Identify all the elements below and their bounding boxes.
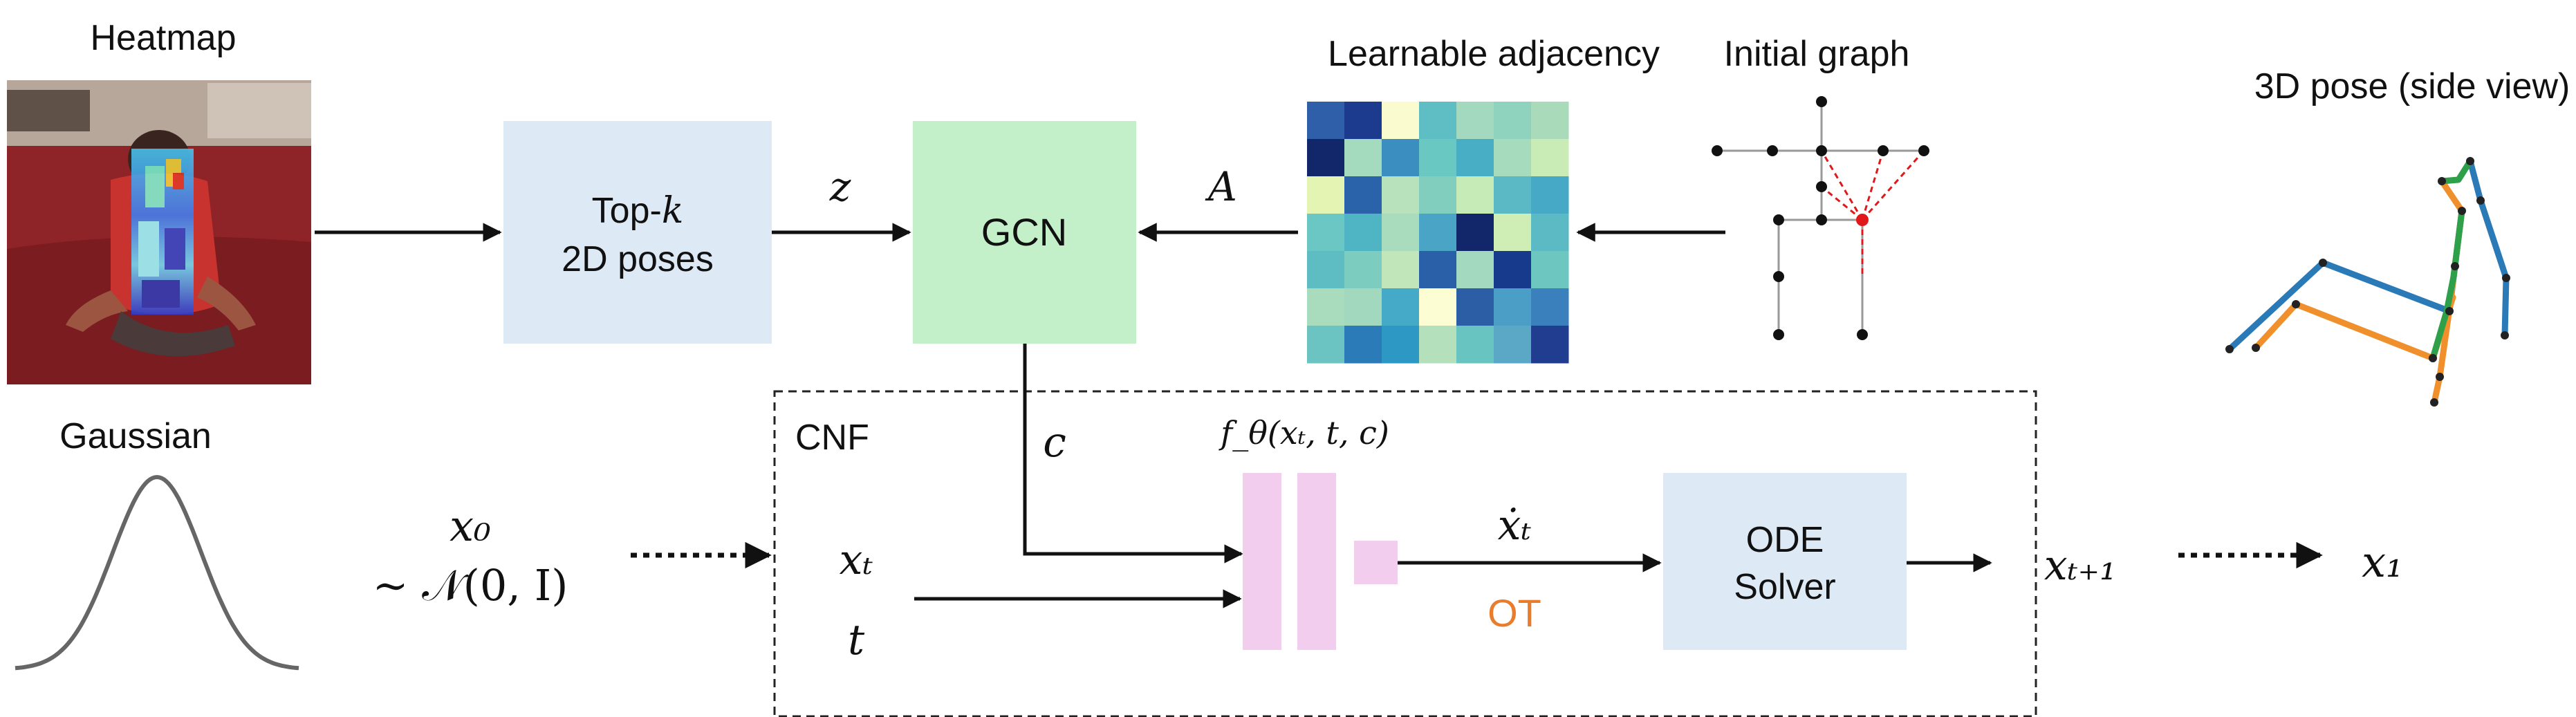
learnable-adjacency-matrix [1307,102,1569,364]
f-theta-bar-1 [1243,473,1281,650]
adjacency-cell [1419,326,1457,364]
adjacency-cell [1531,176,1569,214]
adjacency-cell [1382,251,1420,289]
xdot-symbol: ẋₜ [1498,501,1532,550]
adjacency-cell [1382,214,1420,252]
adjacency-cell [1344,176,1382,214]
adjacency-cell [1419,139,1457,177]
adjacency-cell [1344,251,1382,289]
adjacency-cell [1419,288,1457,326]
ode-solver-box [1663,473,1907,650]
arrow-gcn-condition [1023,344,1243,564]
adjacency-cell [1382,176,1420,214]
adjacency-cell [1494,139,1532,177]
adjacency-cell [1456,102,1494,140]
initial-graph-label: Initial graph [1724,34,1910,74]
x-next-symbol: xₜ₊₁ [2044,541,2116,590]
adjacency-cell [1456,251,1494,289]
gaussian-density-line [15,474,299,671]
adjacency-cell [1531,251,1569,289]
cnf-label: CNF [795,418,869,458]
adjacency-cell [1494,214,1532,252]
gcn-box [913,121,1136,344]
adjacency-cell [1419,176,1457,214]
z-symbol: z [829,163,851,210]
adjacency-cell [1419,102,1457,140]
adjacency-cell [1494,326,1532,364]
adjacency-cell [1531,214,1569,252]
adjacency-cell [1307,139,1345,177]
topk-box [503,121,772,344]
heatmap-label: Heatmap [91,18,237,58]
adjacency-cell [1382,326,1420,364]
adjacency-cell [1494,176,1532,214]
pose3d-skeleton [2225,157,2510,407]
learnable-adjacency-label: Learnable adjacency [1328,34,1660,74]
adjacency-cell [1344,288,1382,326]
ot-label: OT [1488,591,1541,635]
adjacency-cell [1344,102,1382,140]
cnf-box [773,390,2037,717]
adjacency-cell [1456,139,1494,177]
f-theta-output-node [1354,541,1398,584]
x1-symbol: x₁ [2362,537,2403,587]
adjacency-cell [1531,139,1569,177]
adjacency-cell [1344,139,1382,177]
adjacency-cell [1456,288,1494,326]
adjacency-cell [1531,288,1569,326]
adjacency-cell [1456,214,1494,252]
adjacency-cell [1307,176,1345,214]
adjacency-cell [1307,214,1345,252]
adjacency-cell [1419,251,1457,289]
c-symbol: c [1043,418,1066,467]
adjacency-cell [1382,288,1420,326]
adjacency-cell [1382,102,1420,140]
x0-symbol: x₀ [450,501,491,551]
adjacency-cell [1494,102,1532,140]
topk-label-line2: 2D poses [562,239,714,279]
A-symbol: A [1205,163,1237,210]
adjacency-cell [1307,326,1345,364]
f-theta-label: f_θ(xₜ, t, c) [1218,414,1389,451]
gcn-label: GCN [981,210,1067,254]
prior-distribution: ∼ 𝒩(0, I) [373,560,568,611]
adjacency-cell [1344,326,1382,364]
ode-label-line1: ODE [1746,520,1824,560]
adjacency-cell [1344,214,1382,252]
gaussian-label: Gaussian [59,416,212,456]
adjacency-cell [1531,326,1569,364]
adjacency-cell [1307,102,1345,140]
adjacency-cell [1419,214,1457,252]
adjacency-cell [1494,288,1532,326]
adjacency-cell [1494,251,1532,289]
initial-graph-skeleton [1712,96,1929,340]
xt-symbol: xₜ [840,536,873,584]
adjacency-cell [1456,326,1494,364]
adjacency-cell [1456,176,1494,214]
f-theta-bar-2 [1297,473,1336,650]
t-symbol: t [848,616,865,664]
adjacency-cell [1307,251,1345,289]
adjacency-cell [1531,102,1569,140]
ode-label-line2: Solver [1734,567,1835,607]
gaussian-curve [15,474,299,671]
pose3d-label: 3D pose (side view) [2254,66,2570,106]
adjacency-cell [1307,288,1345,326]
heatmap-image [7,80,311,384]
topk-label-line1: Top-k [592,190,684,232]
adjacency-cell [1382,139,1420,177]
